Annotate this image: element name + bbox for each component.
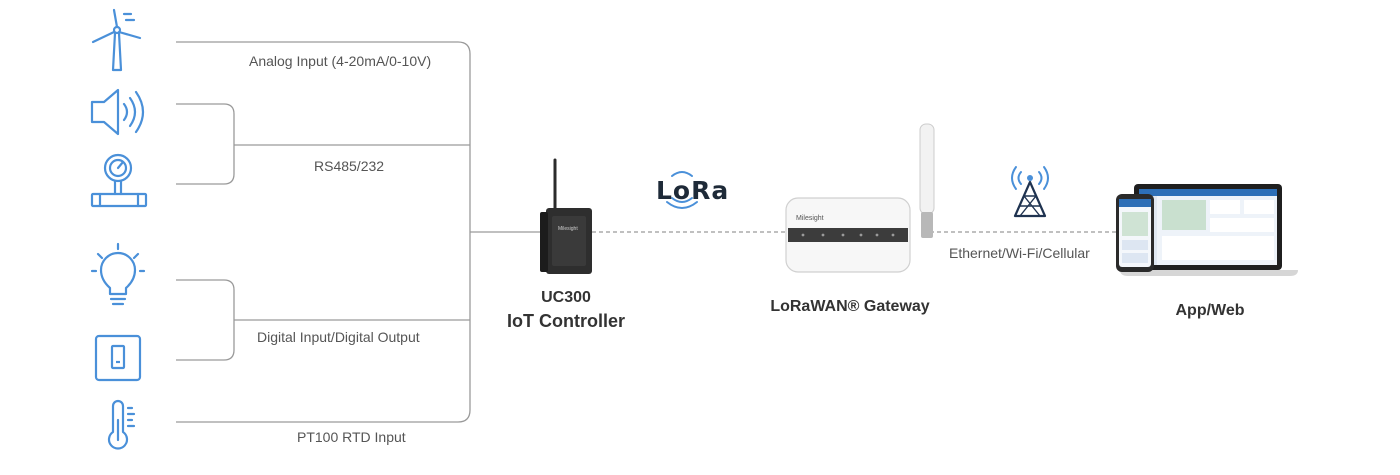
connector-lines: [176, 41, 545, 423]
gateway-label: LoRaWAN® Gateway: [770, 298, 930, 315]
rs485-branch: [176, 103, 235, 185]
cell-tower-icon: [1011, 166, 1049, 218]
gateway-device: Milesight: [785, 123, 935, 273]
uc300-device: Milesight: [540, 158, 592, 274]
light-bulb-icon: [90, 242, 146, 306]
app-web-label: App/Web: [1175, 302, 1245, 319]
gateway-brand: Milesight: [796, 215, 824, 222]
rs485-label: RS485/232: [314, 158, 385, 174]
digital-io-label: Digital Input/Digital Output: [257, 329, 420, 345]
pt100-label: PT100 RTD Input: [297, 429, 406, 445]
controller-model: UC300: [541, 289, 591, 306]
backhaul-label: Ethernet/Wi-Fi/Cellular: [949, 245, 1090, 261]
controller-brand: Milesight: [558, 226, 578, 232]
controller-name: IoT Controller: [507, 311, 625, 331]
thermometer-icon: [107, 399, 136, 450]
app-devices: [1116, 184, 1298, 276]
digital-branch: [176, 279, 235, 361]
lora-signal-icon: [666, 171, 698, 209]
pressure-gauge-icon: [90, 153, 148, 208]
wind-turbine-icon: [91, 8, 142, 72]
switch-icon: [94, 334, 142, 382]
speaker-icon: [90, 88, 145, 136]
analog-input-label: Analog Input (4-20mA/0-10V): [249, 53, 432, 69]
lora-label: LoRa: [656, 176, 730, 205]
analog-line: [176, 41, 471, 423]
